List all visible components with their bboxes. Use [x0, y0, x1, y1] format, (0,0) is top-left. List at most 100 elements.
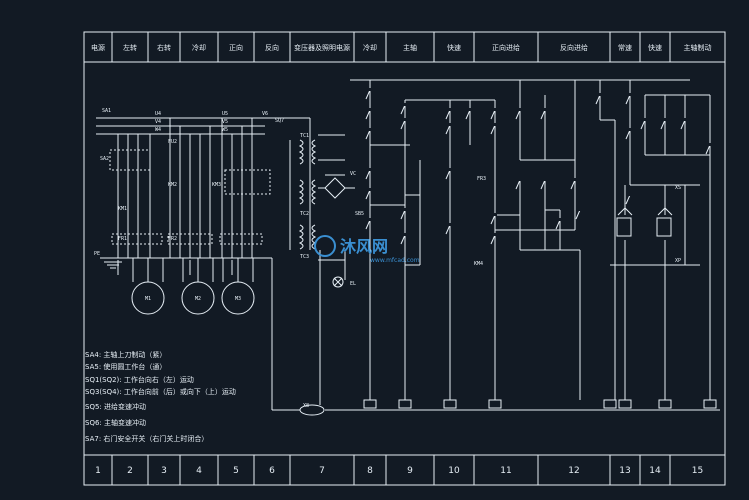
switch-contact-icon: [400, 209, 406, 220]
label-tc3: TC3: [300, 254, 309, 260]
contact-gap: [573, 178, 577, 181]
note-line: SA5: 使用圆工作台（通）: [85, 362, 166, 371]
column-number: 5: [233, 466, 239, 476]
label-xs: XS: [675, 185, 681, 191]
label-x8: X8: [303, 403, 309, 409]
column-header: 快速: [648, 43, 662, 52]
coil-icon: [603, 399, 617, 409]
label-w5: W5: [222, 127, 228, 133]
column-header: 电源: [91, 43, 105, 52]
watermark-url: www.mfcad.com: [370, 257, 420, 264]
switch-contact-icon: [625, 129, 631, 140]
switch-contact-icon: [465, 109, 471, 120]
contact-gap: [558, 218, 562, 221]
switch-contact-icon: [400, 104, 406, 115]
label-km3: KM3: [212, 182, 221, 188]
contact-gap: [403, 208, 407, 211]
switch-contact-icon: [365, 89, 371, 100]
label-tc2: TC2: [300, 211, 309, 217]
column-number: 2: [127, 466, 133, 476]
label-fu2: FU2: [168, 139, 177, 145]
contact-gap: [493, 108, 497, 111]
control-circuit: [299, 79, 720, 416]
column-number: 4: [196, 466, 202, 476]
switch-contact-icon: [625, 94, 631, 105]
coil-icon: [398, 399, 412, 409]
switch-contact-icon: [365, 169, 371, 180]
switch-contact-icon: [490, 234, 496, 245]
note-line: SA7: 右门安全开关（右门关上时闭合）: [85, 434, 208, 443]
label-vc: VC: [350, 171, 356, 177]
contact-gap: [368, 218, 372, 221]
contact-gap: [368, 188, 372, 191]
motor-icon: [221, 281, 255, 315]
label-km2: KM2: [168, 182, 177, 188]
note-line: SQ1(SQ2): 工作台向右（左）运动: [85, 375, 194, 384]
contact-gap: [598, 93, 602, 96]
switch-contact-icon: [490, 109, 496, 120]
motor-label: M1: [145, 296, 151, 302]
coil-icon: [363, 399, 377, 409]
switch-contact-icon: [365, 109, 371, 120]
contact-gap: [448, 123, 452, 126]
contact-gap: [448, 168, 452, 171]
motor-icon: [181, 281, 215, 315]
label-fr3: FR3: [477, 176, 486, 182]
switch-contact-icon: [365, 189, 371, 200]
switch-contact-icon: [705, 144, 711, 155]
column-number: 11: [500, 466, 511, 476]
switch-contact-icon: [445, 169, 451, 180]
label-tc1: TC1: [300, 133, 309, 139]
watermark-text: 沐风网: [340, 237, 388, 256]
column-header: 常速: [618, 43, 632, 52]
contact-gap: [628, 193, 632, 196]
column-header: 反向进给: [560, 43, 588, 52]
column-header: 右转: [157, 43, 171, 52]
note-line: SA4: 主轴上刀制动（紧）: [85, 350, 166, 359]
contact-gap: [493, 233, 497, 236]
column-header: 冷却: [192, 43, 206, 52]
contact-gap: [493, 213, 497, 216]
column-number: 1: [95, 466, 101, 476]
column-header: 正向: [229, 43, 243, 52]
contact-gap: [368, 168, 372, 171]
column-headers: 电源左转右转冷却正向反向变压器及照明电源冷却主轴快速正向进给反向进给常速快速主轴…: [91, 43, 712, 52]
label-v6: V6: [262, 111, 268, 117]
label-sa2: SA2: [100, 156, 109, 162]
contact-gap: [663, 118, 667, 121]
switch-contact-icon: [515, 179, 521, 190]
label-u5: U5: [222, 111, 228, 117]
column-header: 主轴制动: [684, 43, 712, 52]
switch-contact-icon: [445, 109, 451, 120]
label-v5: V5: [222, 119, 228, 125]
column-header: 冷却: [363, 43, 377, 52]
contact-gap: [518, 108, 522, 111]
label-fr1: FR1: [118, 236, 127, 242]
motor-label: M2: [195, 296, 201, 302]
label-xp: XP: [675, 258, 681, 264]
component-labels: SA1 SA2 U4 V4 W4 U5 V5 W5 V6 FU2 KM1 KM2…: [94, 108, 681, 409]
column-number: 9: [407, 466, 413, 476]
transformer-section: [289, 118, 355, 405]
label-km4: KM4: [474, 261, 483, 267]
contact-gap: [468, 108, 472, 111]
switch-contact-icon: [365, 129, 371, 140]
label-sq7: SQ7: [275, 118, 284, 124]
label-sb5: SB5: [355, 211, 364, 217]
column-header: 反向: [265, 43, 279, 52]
label-qs: SA1: [102, 108, 111, 114]
column-header: 快速: [447, 43, 461, 52]
switch-contact-icon: [490, 214, 496, 225]
switch-contact-icon: [570, 179, 576, 190]
column-header: 左转: [123, 43, 137, 52]
switch-contact-icon: [400, 119, 406, 130]
contact-gap: [368, 108, 372, 111]
contact-gap: [628, 93, 632, 96]
contact-gap: [708, 143, 712, 146]
coil-icon: [658, 399, 672, 409]
note-line: SQ3(SQ4): 工作台向前（后）或向下（上）运动: [85, 387, 236, 396]
notes-block: SA4: 主轴上刀制动（紧） SA5: 使用圆工作台（通） SQ1(SQ2): 工作…: [85, 350, 236, 443]
column-number: 10: [448, 466, 460, 476]
column-number: 8: [367, 466, 373, 476]
contact-gap: [683, 118, 687, 121]
